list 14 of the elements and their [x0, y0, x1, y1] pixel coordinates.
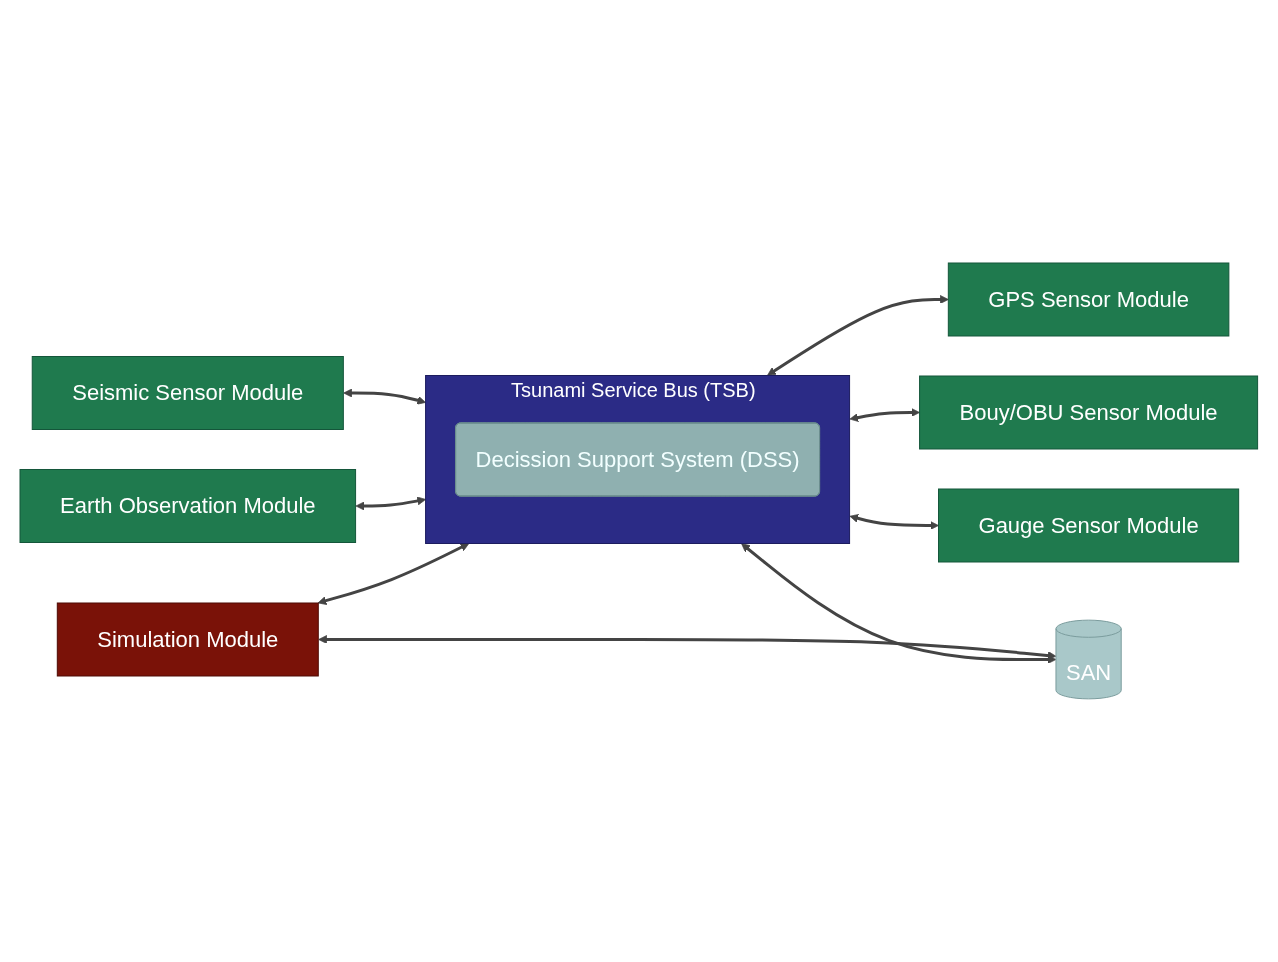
arrow: [355, 496, 427, 511]
arrow: [343, 388, 427, 405]
node-box: Bouy/OBU Sensor Module: [919, 375, 1259, 450]
node-box: Earth Observation Module: [19, 469, 357, 544]
node-box: Seismic Sensor Module: [31, 356, 345, 431]
arrow: [317, 543, 470, 606]
arrow: [741, 543, 1057, 664]
node-box: Simulation Module: [57, 602, 319, 677]
node-box: Gauge Sensor Module: [938, 488, 1240, 563]
arrow: [767, 295, 949, 376]
arrow: [318, 635, 1057, 660]
node-box: GPS Sensor Module: [948, 262, 1230, 337]
arrow: [849, 408, 921, 422]
arrow: [849, 514, 940, 530]
